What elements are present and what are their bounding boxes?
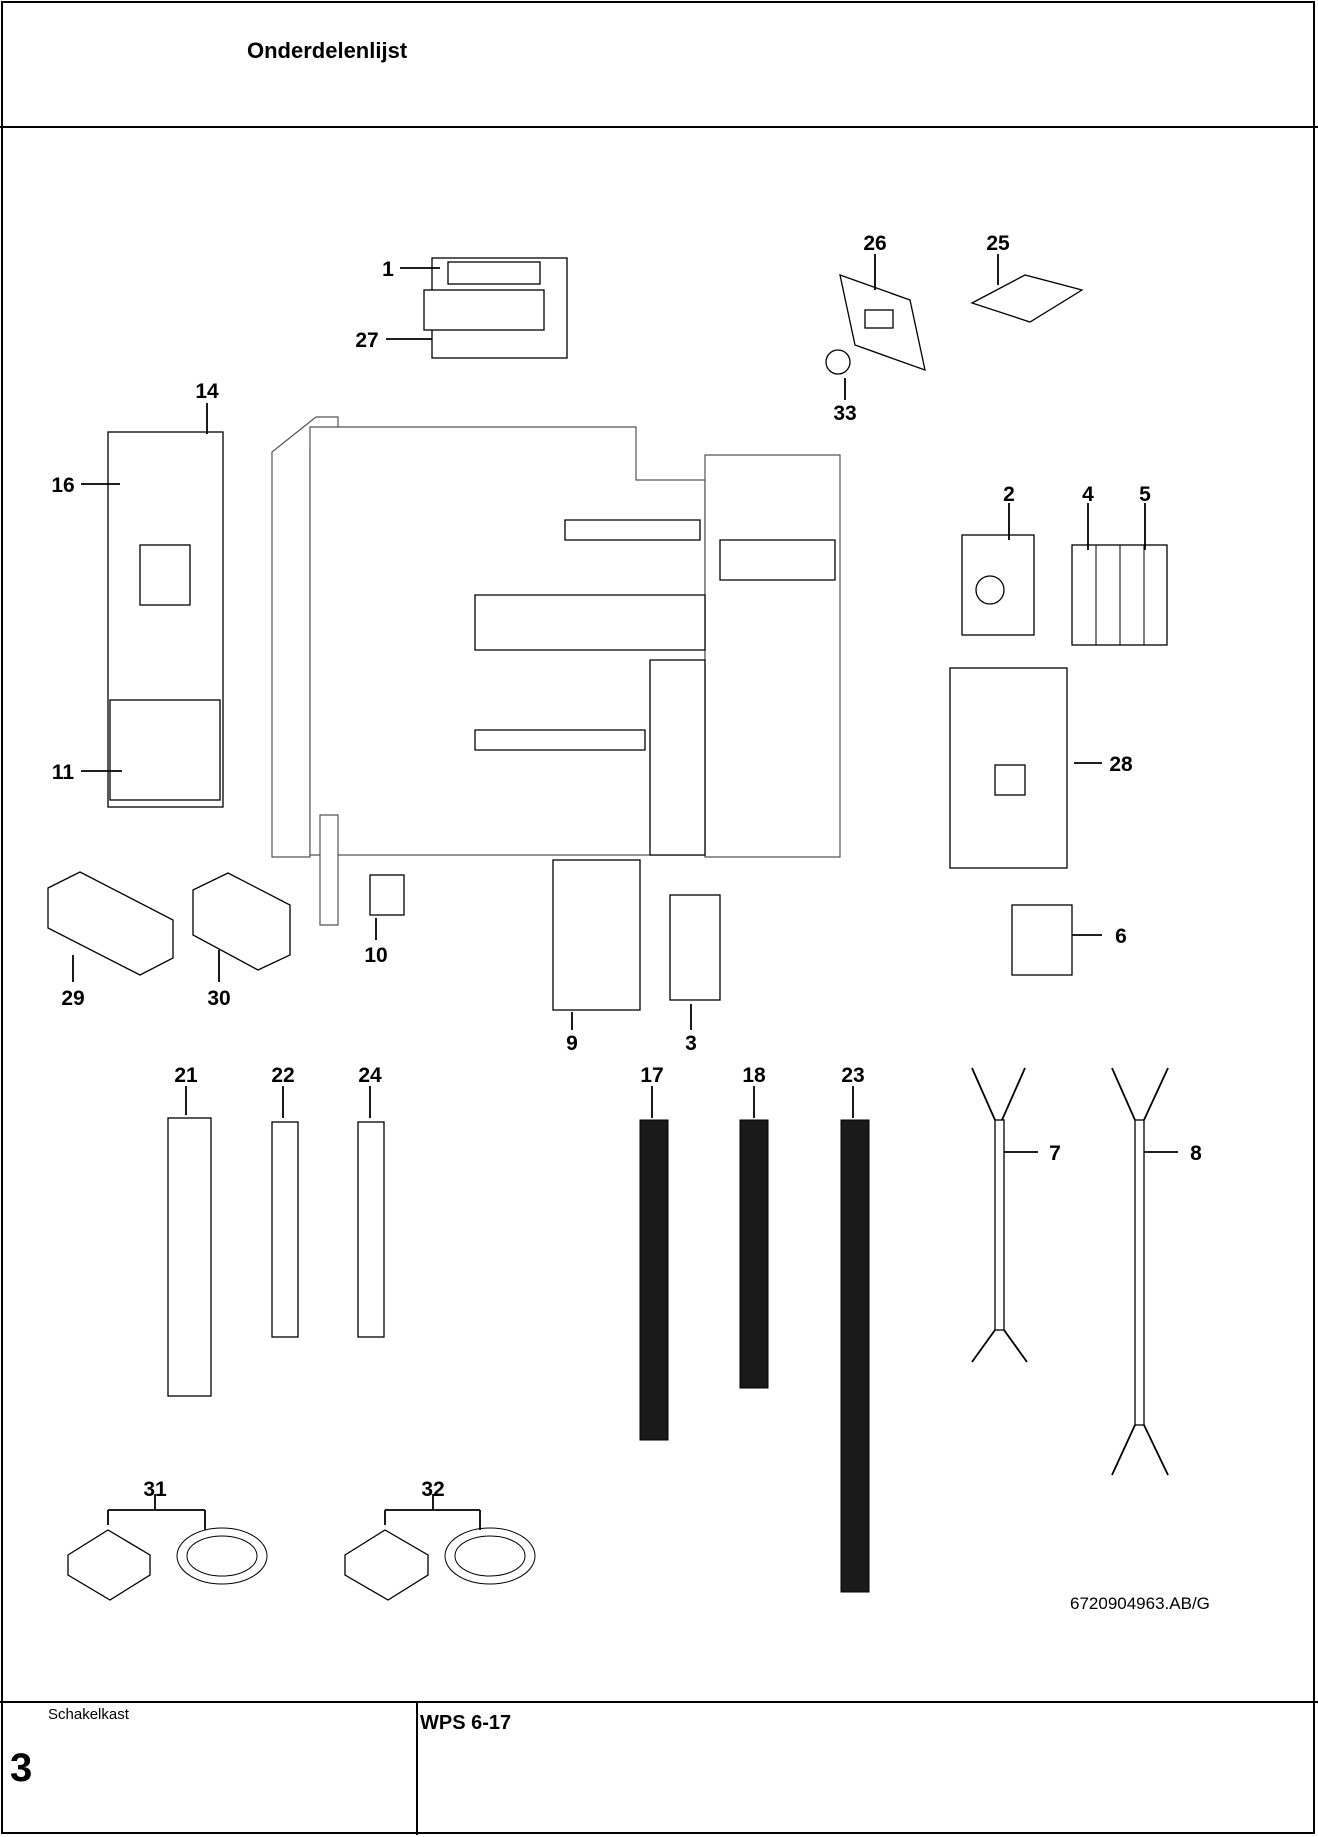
callout-26: 26 (863, 232, 886, 255)
part-26-display-panel (839, 273, 926, 372)
part-30-cover (192, 872, 291, 971)
part-6-contactor (1011, 904, 1073, 976)
callout-2: 2 (1003, 483, 1015, 506)
header-divider (0, 126, 1318, 128)
part-25-cover-plate (970, 274, 1084, 323)
part-4-5-circuit-breakers (1071, 544, 1168, 646)
callout-6: 6 (1115, 925, 1127, 948)
part-7-sensor-cable (971, 1067, 1028, 1363)
callout-9: 9 (566, 1032, 578, 1055)
page-number: 3 (10, 1746, 33, 1790)
callout-18: 18 (742, 1064, 766, 1087)
part-14-control-board (107, 431, 224, 808)
callout-leaders (72, 254, 1178, 1530)
callout-21: 21 (174, 1064, 198, 1087)
callout-3: 3 (685, 1032, 697, 1055)
section-label: Schakelkast (48, 1706, 129, 1723)
page-title: Onderdelenlijst (247, 38, 408, 63)
part-10-terminal-block (369, 874, 405, 916)
part-3-relay (669, 894, 721, 1001)
callout-10: 10 (364, 944, 387, 967)
callout-14: 14 (195, 380, 219, 403)
callout-22: 22 (271, 1064, 294, 1087)
part-24-ribbon-cable (357, 1121, 385, 1338)
part-22-ribbon-cable (271, 1121, 299, 1338)
part-8-sensor-cable (1111, 1067, 1169, 1476)
footer-divider (0, 1701, 1318, 1703)
part-1-controller-board (423, 257, 568, 359)
part-23-cable (840, 1119, 870, 1593)
document-reference: 6720904963.AB/G (1070, 1594, 1210, 1613)
part-29-cover (47, 871, 174, 976)
part-31-sensor-kit (67, 1527, 268, 1601)
callout-23: 23 (841, 1064, 864, 1087)
callout-24: 24 (358, 1064, 382, 1087)
callout-16: 16 (51, 474, 74, 497)
part-2-motor-protection-switch (961, 534, 1035, 636)
callout-11: 11 (52, 761, 75, 784)
part-28-power-board (949, 667, 1068, 869)
part-18-cable (739, 1119, 769, 1389)
part-32-sensor-kit (344, 1527, 536, 1601)
callout-31: 31 (143, 1478, 167, 1501)
callout-8: 8 (1190, 1142, 1202, 1165)
part-17-cable (639, 1119, 669, 1441)
callout-1: 1 (382, 258, 394, 281)
callout-25: 25 (986, 232, 1010, 255)
callout-27: 27 (355, 329, 378, 352)
part-33-knob (825, 349, 851, 375)
part-9-power-supply (552, 859, 641, 1011)
callout-29: 29 (61, 987, 84, 1010)
part-21-ribbon-cable (167, 1117, 212, 1397)
callout-30: 30 (207, 987, 230, 1010)
callout-5: 5 (1139, 483, 1151, 506)
callout-7: 7 (1049, 1142, 1061, 1165)
callout-32: 32 (421, 1478, 444, 1501)
callout-4: 4 (1082, 483, 1094, 506)
footer-column-divider (416, 1701, 418, 1835)
switch-cabinet-frame (271, 416, 841, 926)
callout-labels: 1 27 26 25 33 14 16 11 2 4 5 28 6 29 30 … (51, 232, 1202, 1501)
callout-33: 33 (833, 402, 856, 425)
callout-17: 17 (640, 1064, 663, 1087)
model-name: WPS 6-17 (420, 1712, 512, 1734)
callout-28: 28 (1109, 753, 1133, 776)
